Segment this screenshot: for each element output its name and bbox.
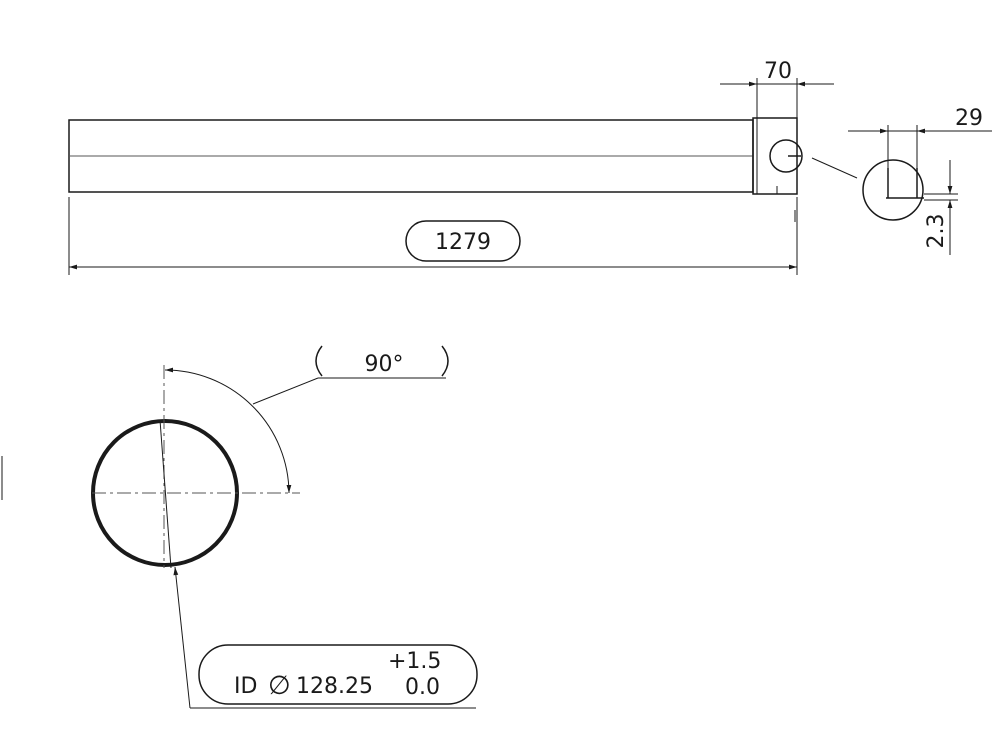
end-width-label: 70 bbox=[764, 59, 792, 84]
tube-end-view bbox=[91, 365, 300, 569]
end-width-dimension: 70 bbox=[720, 59, 834, 118]
tolerance-upper: +1.5 bbox=[388, 649, 441, 674]
slot-width-label: 29 bbox=[955, 106, 983, 131]
length-dimension: 1279 bbox=[68, 197, 798, 275]
id-label: ID bbox=[234, 674, 257, 699]
detail-circle bbox=[862, 159, 924, 221]
angle-dimension: 90° bbox=[164, 345, 449, 494]
diameter-symbol: ∅ bbox=[268, 671, 291, 701]
angle-label: 90° bbox=[365, 352, 404, 377]
slot-detail-callout-circle bbox=[769, 139, 803, 173]
slot-depth-label: 2.3 bbox=[924, 214, 949, 249]
tube-side-view bbox=[68, 117, 803, 222]
slot-detail-view: 29 2.3 bbox=[848, 106, 992, 255]
diameter-value: 128.25 bbox=[296, 674, 373, 699]
length-label: 1279 bbox=[435, 230, 491, 255]
inner-diameter-callout: ID ∅ 128.25 +1.5 0.0 bbox=[173, 566, 478, 709]
detail-leader bbox=[811, 157, 858, 179]
tolerance-lower: 0.0 bbox=[405, 675, 440, 700]
diameter-label-box bbox=[198, 644, 478, 705]
length-label-box bbox=[405, 220, 521, 262]
